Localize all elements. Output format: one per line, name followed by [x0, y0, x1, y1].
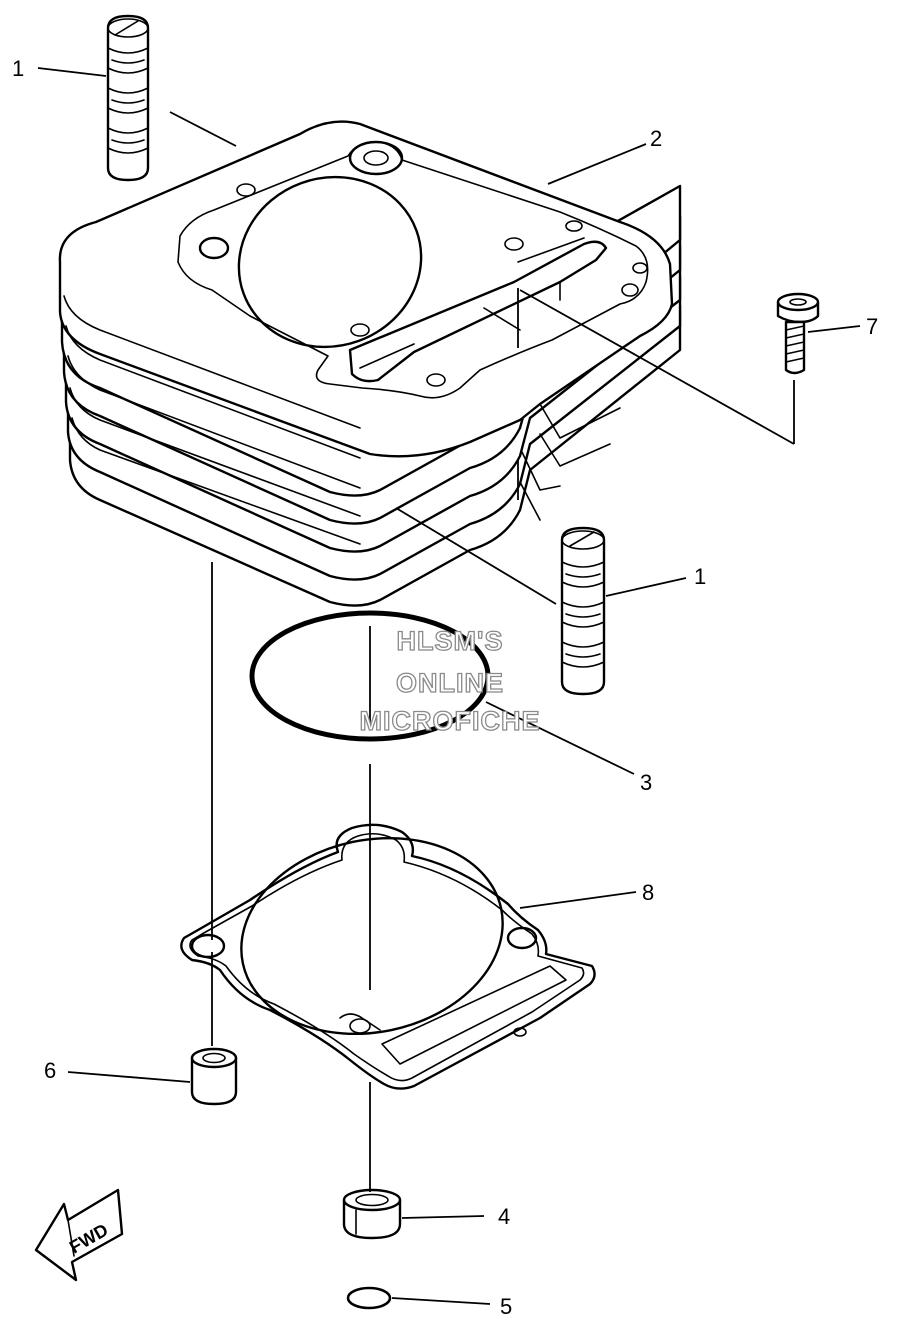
watermark: HLSM'S ONLINE MICROFICHE	[359, 625, 541, 736]
fwd-arrow-icon: FWD	[34, 1188, 124, 1282]
assembly-lines	[211, 288, 795, 1192]
cylinder-body	[58, 120, 682, 607]
callout-4: 4	[498, 1204, 510, 1229]
dowel-pin-top	[106, 14, 150, 182]
watermark-line-1: HLSM'S	[397, 626, 504, 656]
callout-8: 8	[642, 880, 654, 905]
watermark-line-3: MICROFICHE	[360, 706, 541, 736]
callout-6: 6	[44, 1058, 56, 1083]
callout-2: 2	[650, 126, 662, 151]
cylinder-gasket	[180, 823, 596, 1090]
watermark-line-2: ONLINE	[396, 668, 504, 698]
dowel-pin-middle	[560, 526, 606, 696]
callout-1-middle: 1	[694, 564, 706, 589]
small-o-ring	[346, 1286, 392, 1310]
leader-lines	[37, 67, 861, 1305]
callout-7: 7	[866, 314, 878, 339]
bolt	[776, 292, 820, 375]
dowel-collar-6	[190, 1047, 238, 1106]
callout-5: 5	[500, 1294, 512, 1319]
o-ring	[249, 610, 491, 742]
dowel-collar-4	[342, 1188, 402, 1240]
callout-1-top: 1	[12, 56, 24, 81]
callout-3: 3	[640, 770, 652, 795]
